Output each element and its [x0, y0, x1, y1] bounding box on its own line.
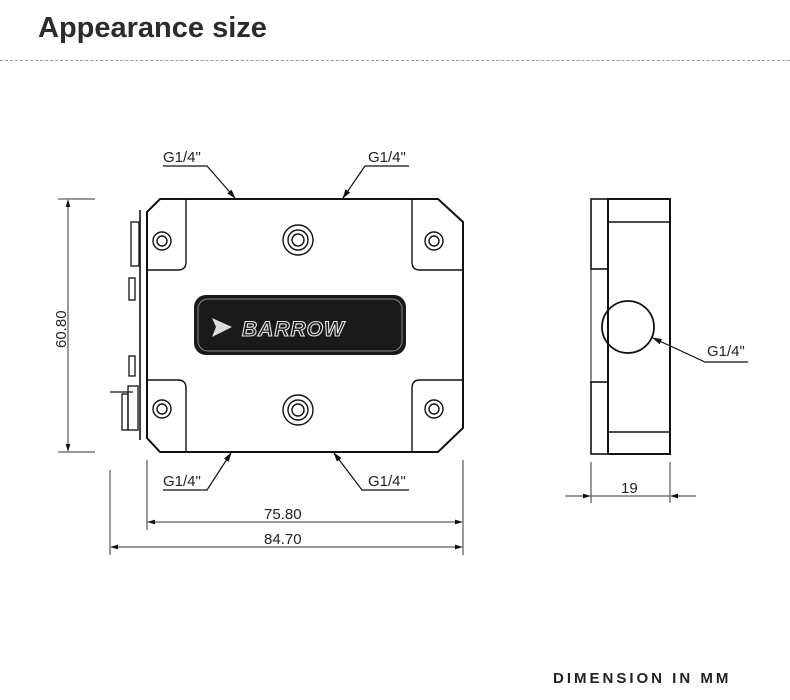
- dimension-unit-note: DIMENSION IN MM: [553, 670, 732, 687]
- side-view: [590, 198, 671, 455]
- mounting-holes: [152, 231, 444, 419]
- top-plate: [147, 199, 187, 271]
- side-port: [601, 300, 655, 354]
- width-inner-dim-label: 75.80: [264, 506, 302, 523]
- callout-top-right: G1/4": [368, 149, 406, 166]
- title-divider: [0, 60, 790, 61]
- side-callout: G1/4": [707, 343, 745, 360]
- barrow-logo-icon: [212, 318, 232, 337]
- width-outer-dim-label: 84.70: [264, 531, 302, 548]
- callout-leaders: [163, 165, 409, 491]
- connector-pins: [110, 221, 140, 431]
- width-dimensions: [109, 460, 464, 555]
- center-ports: [282, 224, 314, 426]
- height-dim-label: 60.80: [53, 310, 70, 348]
- page-title: Appearance size: [38, 12, 267, 44]
- front-view: [110, 198, 464, 453]
- logo-plate: BARROW: [194, 295, 406, 355]
- callout-bottom-right: G1/4": [368, 473, 406, 490]
- callout-bottom-left: G1/4": [163, 473, 201, 490]
- depth-dimension: [565, 462, 696, 503]
- depth-dim-label: 19: [621, 480, 638, 497]
- callout-top-left: G1/4": [163, 149, 201, 166]
- logo-text: BARROW: [242, 318, 346, 341]
- block-outline: [146, 198, 464, 453]
- side-callout-leader: [652, 337, 748, 363]
- height-dimension: [58, 198, 95, 453]
